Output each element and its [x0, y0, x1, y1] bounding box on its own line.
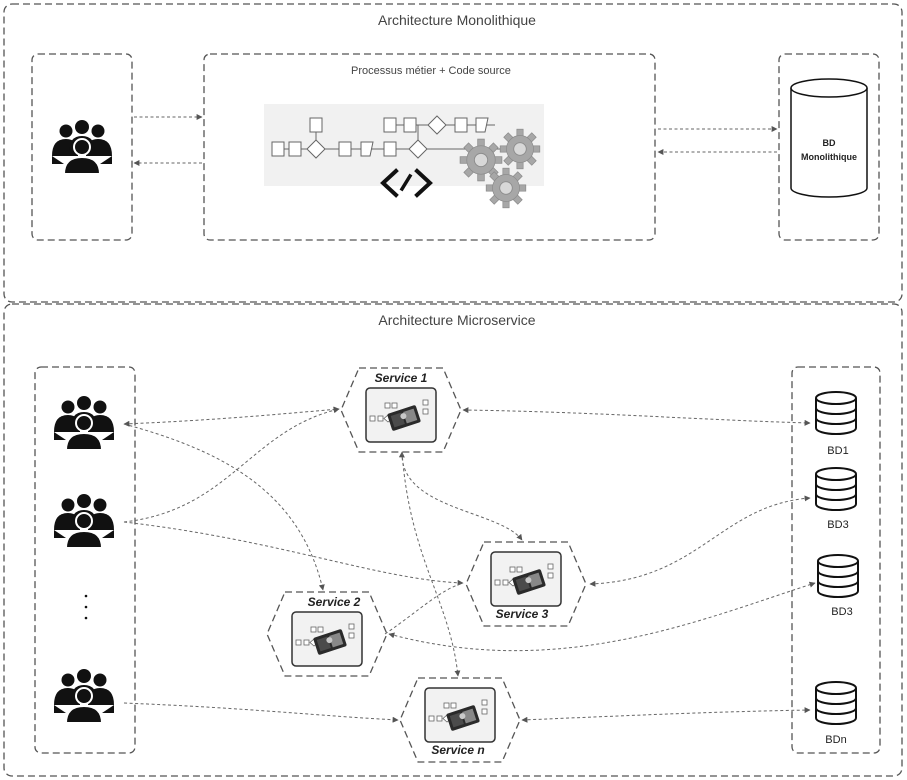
users-group-icon	[53, 668, 115, 724]
monolith-section	[3, 3, 903, 303]
connections	[123, 406, 816, 723]
link-service-n-dbn	[521, 707, 811, 723]
service-module-icon	[291, 611, 363, 667]
users-group-icon	[51, 119, 113, 175]
users-group-icon	[53, 493, 115, 549]
db-label-n: BDn	[825, 734, 846, 746]
link-users1-service1	[123, 406, 340, 427]
monolith-db-box	[778, 53, 880, 241]
users-group-icon	[53, 395, 115, 451]
process-title: Processus métier + Code source	[351, 65, 511, 77]
link-service1-service3	[398, 451, 523, 541]
monolith-db-label: BD	[823, 138, 836, 148]
db-label-3: BD3	[831, 606, 852, 618]
microservice-title: Architecture Microservice	[378, 312, 535, 328]
code-brackets-icon	[380, 168, 433, 198]
microservice-section	[3, 303, 903, 777]
service-1-label: Service 1	[375, 371, 428, 385]
service-module-icon	[424, 687, 496, 743]
process-flow-icon	[271, 115, 505, 159]
link-service1-service-n	[401, 451, 461, 677]
database-icon	[815, 681, 857, 725]
link-users3-service-n	[123, 702, 399, 723]
monolith-db-label-2: Monolithique	[801, 152, 857, 162]
service-3-label: Service 3	[496, 607, 549, 621]
link-service2-db3	[388, 581, 816, 652]
database-icon	[817, 554, 859, 598]
service-2-label: Service 2	[308, 595, 361, 609]
monolith-users-box	[31, 53, 133, 241]
link-service2-service3	[384, 582, 464, 635]
micro-users-box	[34, 366, 136, 754]
database-icon	[815, 391, 857, 435]
ellipsis-dots	[84, 594, 88, 620]
service-n-label: Service n	[431, 743, 484, 757]
database-icon	[815, 467, 857, 511]
link-users2-service3	[123, 521, 464, 586]
process-box	[203, 53, 656, 241]
link-users1-service2	[123, 423, 325, 591]
link-service3-db2	[589, 495, 811, 587]
link-users2-service1	[123, 407, 340, 523]
service-module-icon	[490, 551, 562, 607]
database-icon	[790, 78, 868, 198]
db-label-2: BD3	[827, 519, 848, 531]
process-image-bg	[264, 104, 544, 186]
service-module-icon	[365, 387, 437, 443]
monolith-title: Architecture Monolithique	[378, 12, 536, 28]
link-service1-db1	[462, 407, 811, 426]
db-label-1: BD1	[827, 445, 848, 457]
